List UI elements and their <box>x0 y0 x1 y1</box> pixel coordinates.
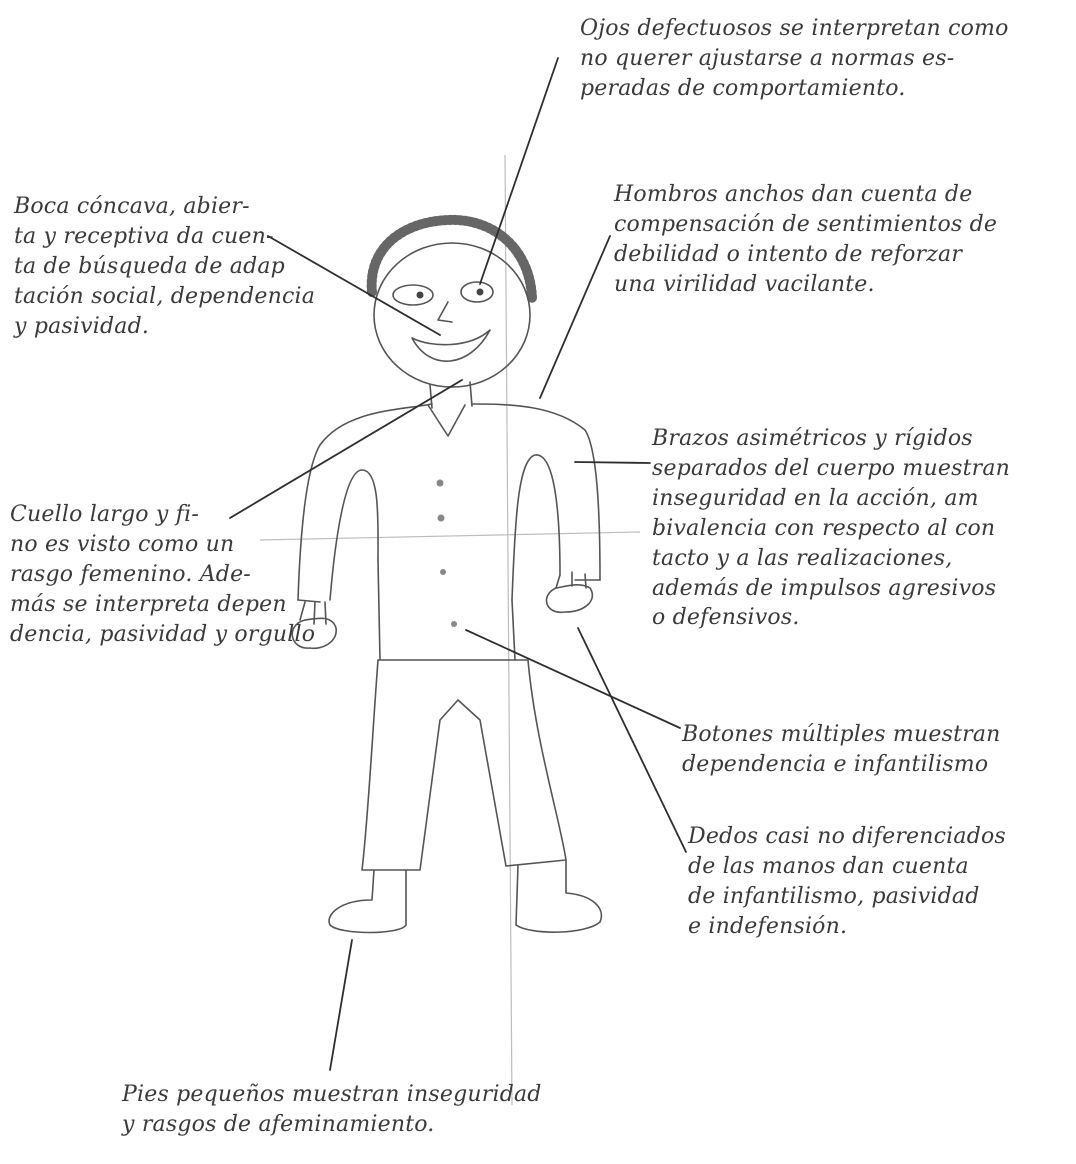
right-foot <box>515 859 603 933</box>
shirt-buttons <box>436 479 457 627</box>
torso-outline <box>297 403 601 601</box>
annotation-neck: Cuello largo y fi- no es visto como un r… <box>10 502 316 647</box>
collar <box>427 404 466 437</box>
right-hand <box>545 571 594 613</box>
annotation-feet: Pies pequeños muestran inseguridad y ras… <box>122 1082 542 1137</box>
left-inner-arm <box>329 469 379 601</box>
hair <box>366 214 537 303</box>
leader-line-neck <box>229 379 463 519</box>
annotation-eyes: Ojos defectuosos se interpretan como no … <box>580 16 1009 101</box>
mouth <box>411 329 491 362</box>
annotation-shoulders: Hombros anchos dan cuenta de compensació… <box>614 182 998 297</box>
right-inner-arm <box>511 454 561 601</box>
leader-line-shoulders <box>539 235 611 399</box>
leader-line-eyes <box>479 57 559 285</box>
annotation-fingers: Dedos casi no diferenciados de las manos… <box>688 824 1006 939</box>
eyes-icon <box>392 281 494 306</box>
head-outline <box>373 242 531 388</box>
pants-outline <box>361 659 567 871</box>
leader-line-mouth <box>267 235 441 336</box>
annotation-mouth: Boca cóncava, abier- ta y receptiva da c… <box>14 194 316 339</box>
annotation-arms: Brazos asimétricos y rígidos separados d… <box>652 426 1011 631</box>
left-hand <box>291 601 337 650</box>
shirt-sides <box>377 559 516 661</box>
sleeve-cuffs <box>297 579 601 603</box>
vertical-guide-line <box>504 154 513 1106</box>
nose <box>437 301 453 323</box>
leader-line-fingers <box>577 627 687 853</box>
leader-line-arms <box>574 461 651 464</box>
leader-line-feet <box>329 939 353 1071</box>
leader-line-buttons <box>465 629 681 729</box>
horizontal-guide-line <box>259 531 641 541</box>
annotation-buttons: Botones múltiples muestran dependencia e… <box>682 722 1001 777</box>
left-foot <box>328 869 407 934</box>
